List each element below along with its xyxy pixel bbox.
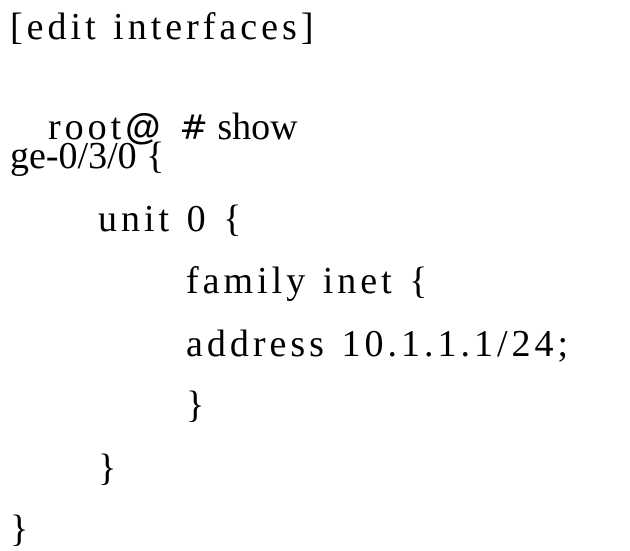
config-unit-line: unit 0 { bbox=[98, 198, 246, 240]
prompt-user: root bbox=[48, 106, 126, 148]
config-context-line: [edit interfaces] bbox=[10, 6, 318, 48]
prompt-at-symbol: @ bbox=[125, 106, 161, 147]
config-interface-line: ge-0/3/0 { bbox=[10, 135, 165, 177]
config-close-brace-unit: } bbox=[98, 447, 117, 489]
config-family-line: family inet { bbox=[186, 260, 432, 302]
config-close-brace-interface: } bbox=[10, 508, 29, 550]
config-address-line: address 10.1.1.1/24; bbox=[186, 323, 573, 365]
prompt-line: root@ # show bbox=[10, 70, 298, 146]
config-close-brace-family: } bbox=[186, 384, 205, 426]
prompt-hash-symbol: # bbox=[179, 108, 208, 148]
prompt-command: show bbox=[217, 106, 298, 148]
